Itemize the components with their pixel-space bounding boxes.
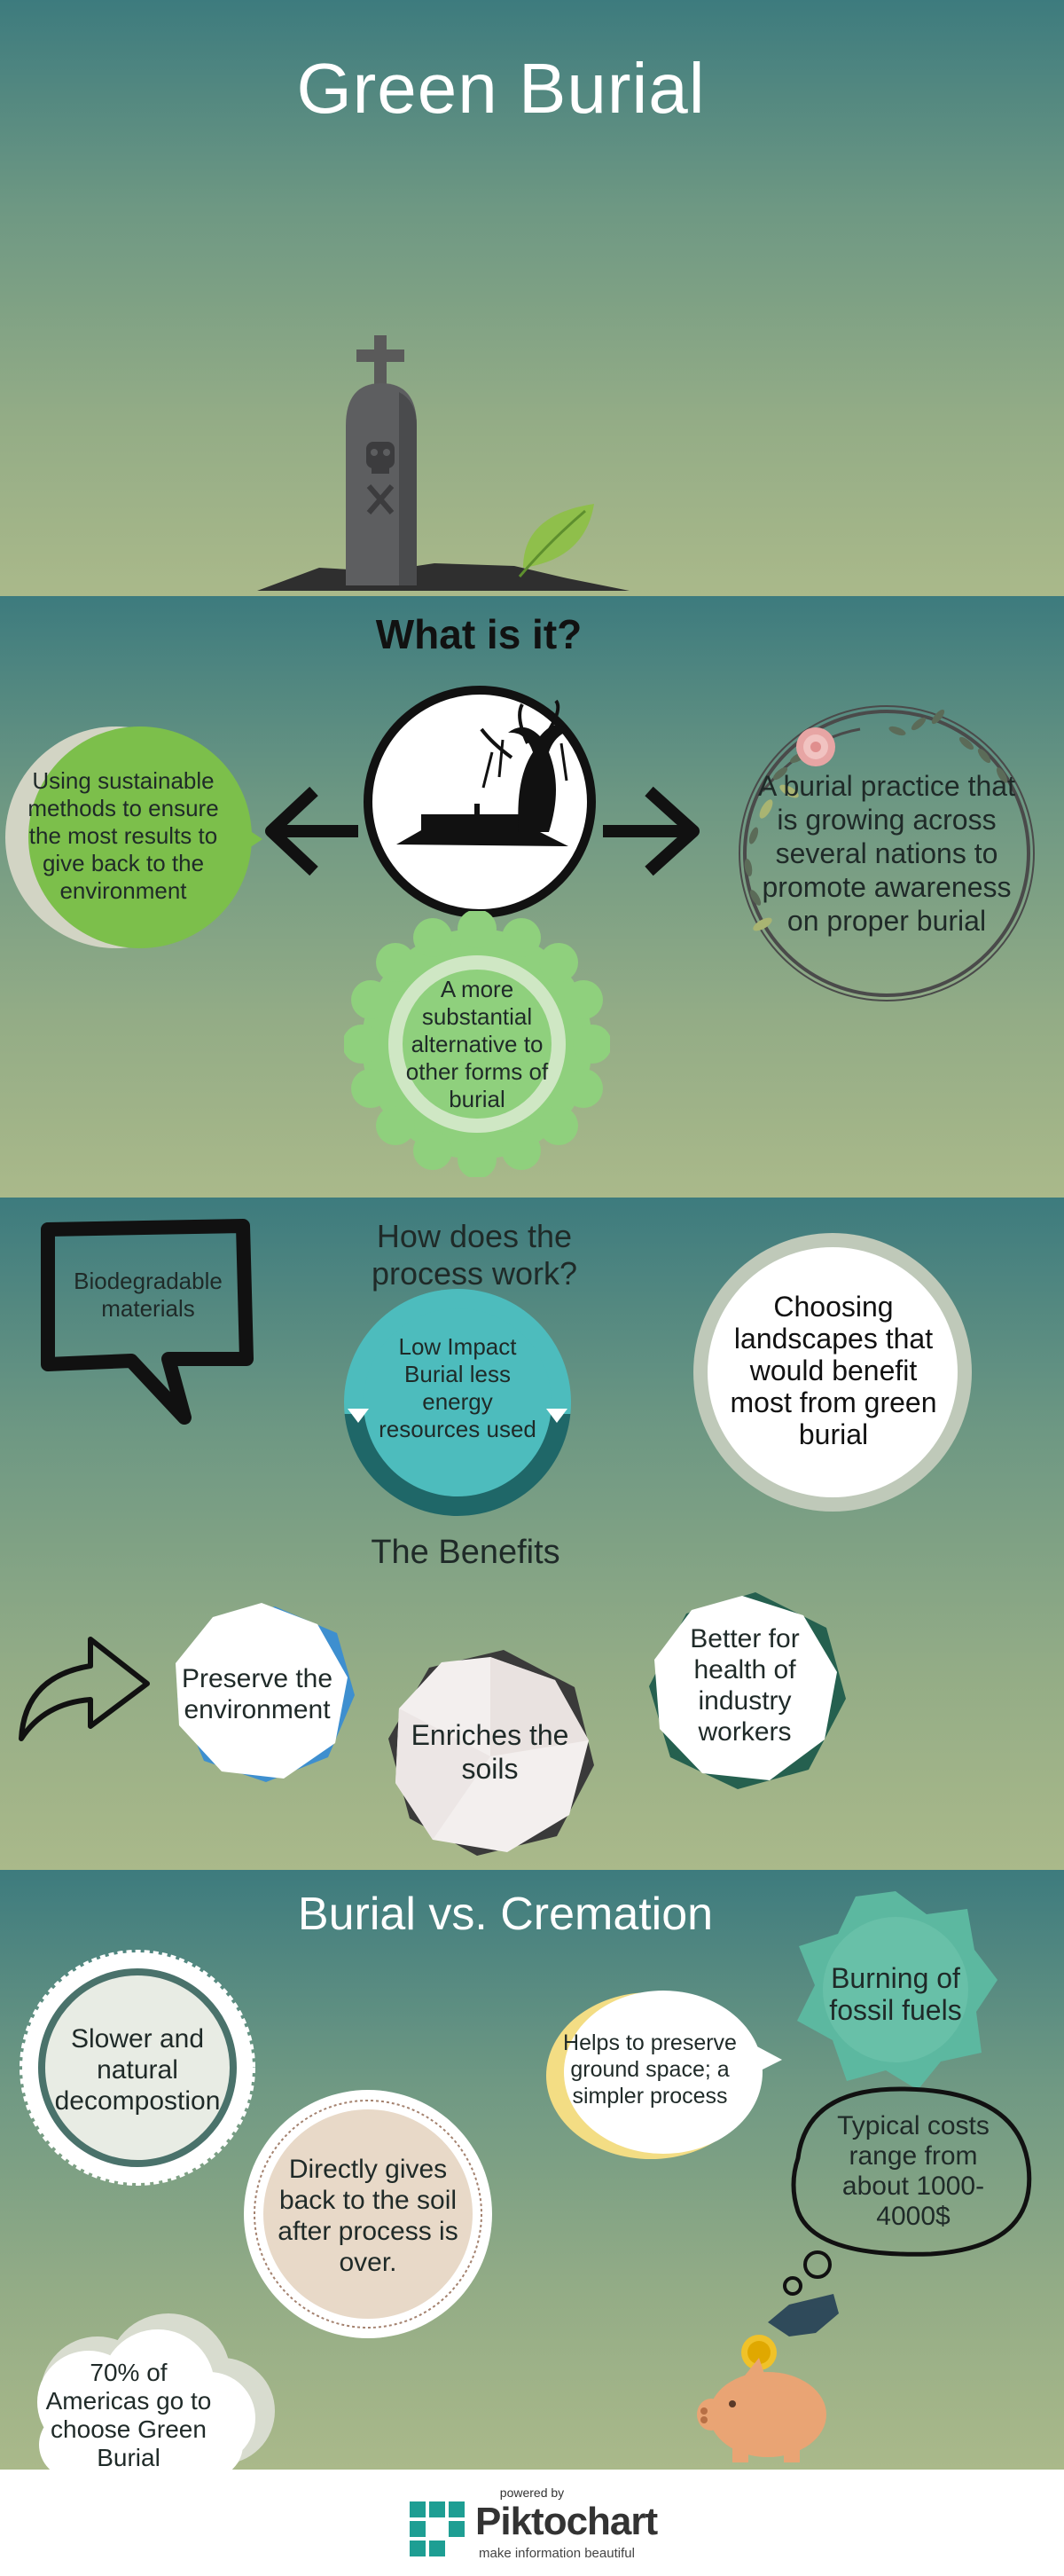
left-bubble-text: Using sustainable methods to ensure the … bbox=[27, 766, 219, 904]
green-badge bbox=[344, 911, 610, 1177]
page-title: Green Burial bbox=[296, 49, 706, 128]
costs-text: Typical costs range from about 1000-4000… bbox=[837, 2111, 990, 2231]
burial-vs-cremation-section: Burial vs. Cremation Slower and natural … bbox=[0, 1870, 1064, 2470]
helps-text: Helps to preserve ground space; a simple… bbox=[563, 2030, 737, 2109]
costs-thought-bubble bbox=[783, 2086, 1032, 2296]
white-circle-text: Choosing landscapes that would benefit m… bbox=[730, 1291, 937, 1450]
benefit-badge-environment bbox=[176, 1603, 355, 1782]
directly-text: Directly gives back to the soil after pr… bbox=[278, 2155, 458, 2277]
process-heading: How does the process work? bbox=[371, 1218, 578, 1292]
grave-tree-icon bbox=[364, 686, 596, 918]
tombstone-illustration bbox=[257, 335, 630, 591]
arrow-right-icon bbox=[603, 786, 700, 876]
piggy-bank-icon bbox=[697, 2294, 839, 2462]
what-is-it-heading: What is it? bbox=[375, 611, 583, 657]
piktochart-brand-text[interactable]: Piktochart bbox=[475, 2500, 658, 2543]
white-circle bbox=[708, 1247, 958, 1497]
speech-box-shape bbox=[41, 1219, 254, 1425]
process-section: How does the process work? Biodegradable… bbox=[0, 1198, 1064, 1870]
benefit-text-health: Better for health of industry workers bbox=[690, 1624, 800, 1747]
piktochart-tagline: make information beautiful bbox=[479, 2546, 635, 2561]
seventy-percent-text: 70% of Americas go to choose Green Buria… bbox=[45, 2359, 212, 2470]
burning-badge bbox=[797, 1891, 998, 2090]
speech-box-text: Biodegradable materials bbox=[74, 1268, 223, 1322]
burial-vs-cremation-heading: Burial vs. Cremation bbox=[297, 1889, 714, 1940]
header-section: Green Burial bbox=[0, 0, 1064, 596]
benefits-heading: The Benefits bbox=[371, 1533, 560, 1571]
what-is-it-section: What is it? Using sustainable methods to… bbox=[0, 596, 1064, 1198]
benefit-text-soils: Enriches the soils bbox=[411, 1719, 569, 1785]
ring-circle-directly bbox=[244, 2090, 492, 2338]
teal-circle-notch-right bbox=[546, 1409, 567, 1423]
benefit-text-environment: Preserve the environment bbox=[181, 1664, 333, 1724]
wreath-text: A burial practice that is growing across… bbox=[758, 770, 1015, 937]
powered-by-text: powered by bbox=[499, 2486, 565, 2500]
teal-circle-text: Low Impact Burial less energy resources … bbox=[379, 1333, 536, 1442]
burning-text: Burning of fossil fuels bbox=[829, 1962, 962, 2026]
floral-wreath bbox=[739, 705, 1035, 1001]
curved-arrow-icon bbox=[19, 1637, 150, 1741]
teal-circle-notch-left bbox=[348, 1409, 369, 1423]
left-green-bubble bbox=[28, 726, 252, 948]
benefit-badge-health bbox=[649, 1592, 846, 1789]
badge-text: A more substantial alternative to other … bbox=[405, 975, 549, 1112]
cloud-shape bbox=[37, 2313, 275, 2470]
slower-text: Slower and natural decompostion bbox=[54, 2023, 221, 2116]
benefit-badge-soils bbox=[388, 1650, 594, 1856]
left-bubble-tail bbox=[241, 825, 262, 853]
scalloped-circle-slower bbox=[20, 1950, 255, 2186]
helps-speech-bubble bbox=[546, 1991, 782, 2159]
piktochart-logo-icon bbox=[410, 2501, 465, 2556]
arrow-left-icon bbox=[265, 786, 358, 876]
footer: powered by Piktochart make information b… bbox=[0, 2470, 1064, 2576]
teal-circle-inner bbox=[364, 1308, 552, 1496]
